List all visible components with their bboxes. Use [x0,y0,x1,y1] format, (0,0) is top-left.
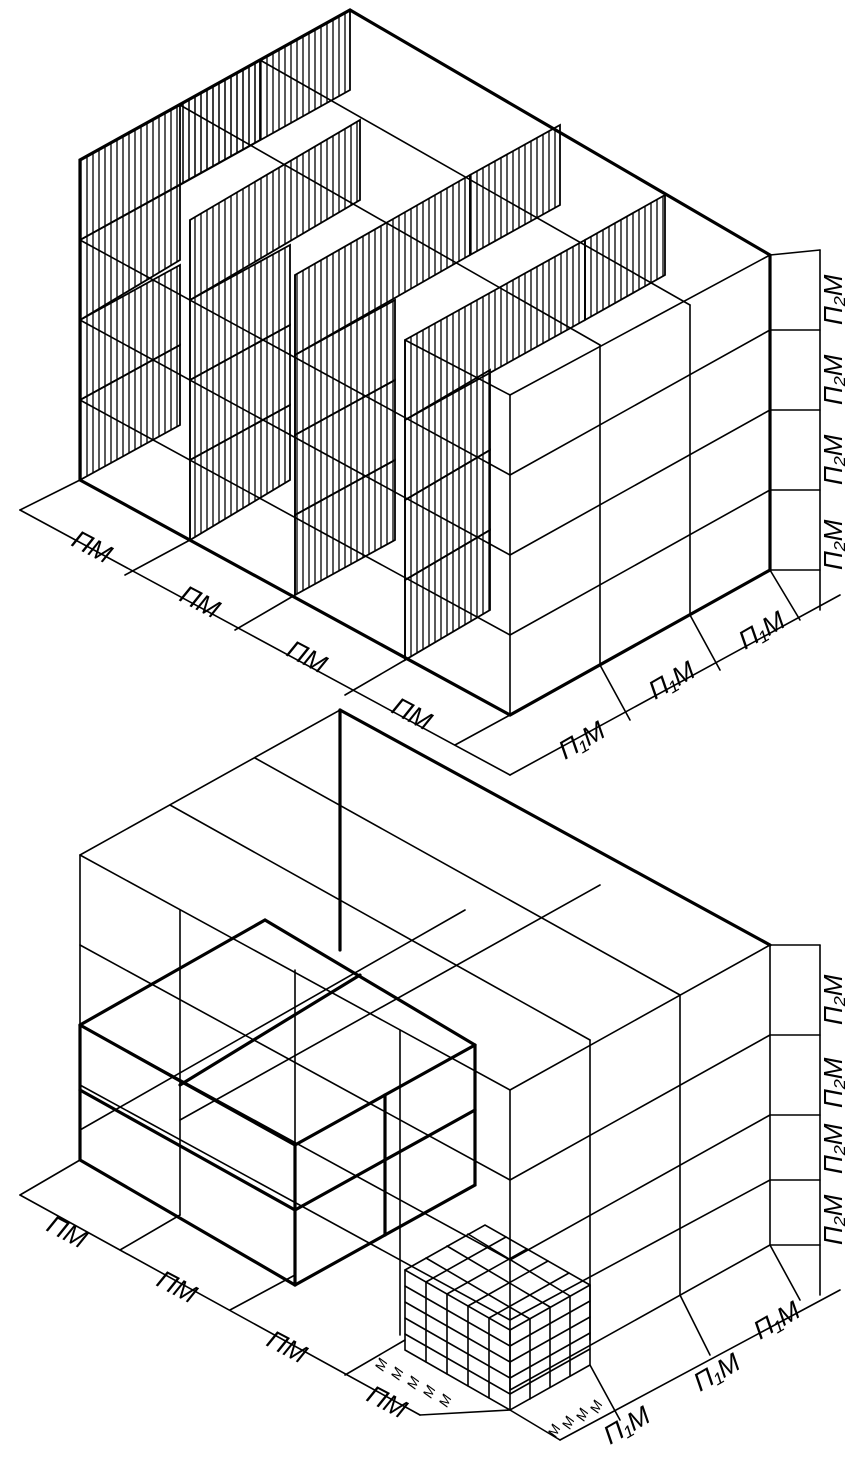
bottom-label-p1m-2: П₁М [688,1347,745,1398]
bottom-label-p2m-3: П₂М [818,1123,848,1174]
bottom-label-p2m-4: П₂М [818,1194,848,1245]
bottom-label-pm-1: ПМ [42,1209,92,1255]
module-label-left-3: М [403,1374,423,1392]
dimension-lines [19,944,841,1441]
bottom-label-pm-3: ПМ [262,1324,312,1370]
top-label-p2m-4: П₂М [818,519,848,570]
module-label-left-5: М [435,1392,455,1410]
bottom-label-p2m-2: П₂М [818,1057,848,1108]
bottom-label-p1m-1: П₁М [598,1400,655,1451]
highlighted-sub-block [78,918,477,1287]
modular-block-svg: ПМ ПМ ПМ ПМ М М М М М М М М М П₁М П₁М П₁… [19,708,848,1451]
top-label-p2m-3: П₂М [818,434,848,485]
shelving-grid-svg: ПМ ПМ ПМ ПМ П₁М П₁М П₁М П₂М П₂М П₂М П₂М [19,8,848,776]
bottom-label-pm-2: ПМ [152,1264,202,1310]
dimension-lines [19,249,841,776]
bottom-label-p2m-1: П₂М [818,974,848,1025]
module-label-left-2: М [387,1365,407,1383]
shelving-grid-diagram: ПМ ПМ ПМ ПМ П₁М П₁М П₁М П₂М П₂М П₂М П₂М [19,8,848,776]
top-label-p1m-3: П₁М [733,605,790,656]
top-label-p2m-2: П₂М [818,354,848,405]
module-label-left-1: М [371,1356,391,1374]
module-label-left-4: М [419,1383,439,1401]
bottom-label-p1m-3: П₁М [748,1295,805,1346]
hatched-partitions [79,8,666,662]
block-frame [79,708,772,1391]
top-label-pm-1: ПМ [67,524,117,570]
modular-block-diagram: ПМ ПМ ПМ ПМ М М М М М М М М М П₁М П₁М П₁… [0,700,853,1457]
top-label-p2m-1: П₂М [818,274,848,325]
top-label-pm-3: ПМ [282,634,332,680]
module-cube [404,1224,591,1411]
